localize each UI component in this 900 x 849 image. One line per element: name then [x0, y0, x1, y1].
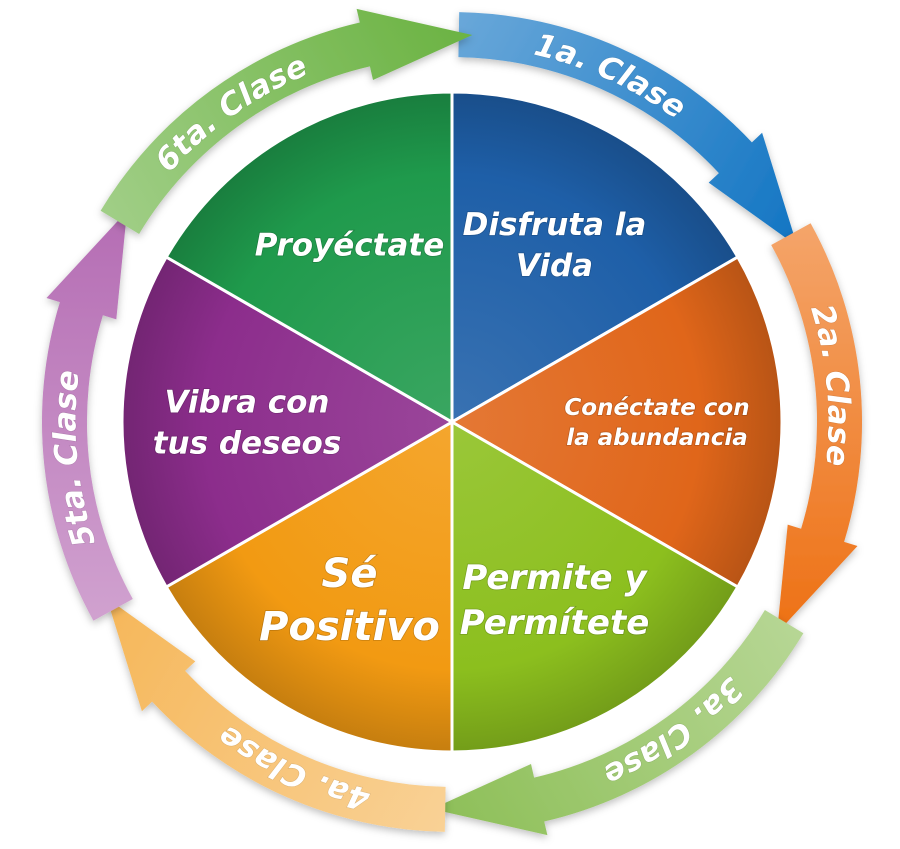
ring-arrow: [458, 12, 798, 247]
pie-wedge: [120, 255, 454, 589]
outer-arrow-ring: [41, 8, 863, 836]
ring-arrow: [106, 597, 446, 832]
ring-arrow: [431, 610, 804, 836]
pie-wedge: [450, 255, 784, 589]
ring-arrow: [771, 223, 863, 633]
ring-arrow: [100, 8, 473, 235]
pie-wedge: [450, 90, 740, 424]
pie-wedge: [450, 420, 740, 754]
wedge-title: Proyéctate: [255, 227, 445, 263]
ring-arrow: [41, 211, 133, 621]
inner-pie: [120, 90, 784, 754]
pie-wedge: [164, 90, 454, 424]
pie-wedge: [164, 420, 454, 754]
